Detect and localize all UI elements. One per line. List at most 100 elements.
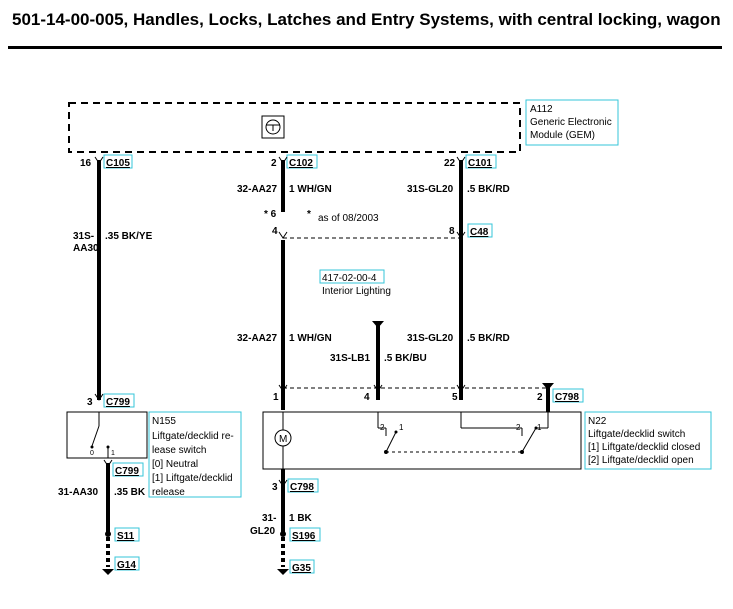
sw-a-1: 1 (399, 423, 404, 432)
w4-spec: .5 BK/BU (384, 353, 427, 364)
connector-c101: C101 (468, 158, 492, 169)
n22-line1: Liftgate/decklid switch (588, 429, 685, 440)
pin-16: 16 (80, 158, 92, 169)
n155-pos-0: 0 (90, 450, 94, 457)
w2-spec: 1 WH/GN (289, 184, 332, 195)
c48-left-chevron-icon (278, 231, 288, 239)
s196-box (289, 527, 321, 542)
diagram-title: 501-14-00-005, Handles, Locks, Latches a… (12, 10, 721, 29)
pin-4-c798: 4 (364, 392, 370, 403)
svg-text:M: M (279, 434, 287, 445)
c798-top-box (552, 388, 584, 403)
pin-5-c798: 5 (452, 392, 458, 403)
n22-label-box (584, 411, 712, 470)
c48-right-chevron-icon (456, 231, 466, 239)
ground-g14: G14 (117, 560, 136, 571)
w3-circuit: 31S-GL20 (407, 184, 454, 195)
gem-name-line2: Module (GEM) (530, 130, 595, 141)
connector-c798-top: C798 (555, 392, 579, 403)
gem-label-box (525, 99, 619, 146)
connector-c48: C48 (470, 227, 489, 238)
n22-id: N22 (588, 416, 607, 427)
s11-box (114, 527, 140, 542)
pin-1-c798: 1 (273, 392, 279, 403)
ground-g35: G35 (292, 563, 311, 574)
pin-2-c798: 2 (537, 392, 543, 403)
splice-s11-dot-icon (105, 531, 111, 537)
pin-2-top: 2 (271, 158, 277, 169)
pin-6-asterisk: * 6 (264, 209, 277, 220)
connector-c102: C102 (289, 158, 313, 169)
g35-box (289, 559, 315, 574)
ground-g35-icon (277, 569, 289, 575)
n155-line2: lease switch (152, 445, 206, 456)
w2b-spec: 1 WH/GN (289, 333, 332, 344)
gem-name-line1: Generic Electronic (530, 117, 612, 128)
wire-4-arrow-icon (372, 321, 384, 328)
connector-c798-bottom: C798 (290, 482, 314, 493)
w3b-spec: .5 BK/RD (467, 333, 510, 344)
splice-s11: S11 (117, 531, 135, 542)
motor-icon: M (274, 429, 292, 447)
pin-3-c798: 3 (272, 482, 278, 493)
n155-line4: [1] Liftgate/decklid (152, 473, 233, 484)
c798-chevron-4-icon (373, 384, 383, 392)
c799-bottom-box (112, 462, 144, 477)
w1-spec: .35 BK/YE (105, 231, 153, 242)
asterisk-mark: * (307, 209, 311, 220)
connector-c105: C105 (106, 158, 130, 169)
c798-chevron-5-icon (456, 384, 466, 392)
n155-line1: Liftgate/decklid re- (152, 431, 234, 442)
w3-spec: .5 BK/RD (467, 184, 510, 195)
w6-circuit-b: GL20 (250, 526, 275, 537)
n22-line2: [1] Liftgate/decklid closed (588, 442, 700, 453)
n155-id: N155 (152, 416, 176, 427)
c105-box (103, 154, 133, 169)
gem-ground-symbol-icon (261, 115, 285, 139)
w6-spec: 1 BK (289, 513, 313, 524)
w2-circuit: 32-AA27 (237, 184, 277, 195)
c102-box (286, 154, 318, 169)
n22-switch-box (262, 411, 582, 470)
pin-4-c48: 4 (272, 226, 278, 237)
ground-g14-icon (102, 569, 114, 575)
wire-5-arrow-icon (542, 383, 554, 390)
gem-module-box (68, 102, 521, 153)
footnote-text: as of 08/2003 (318, 213, 379, 224)
n22-contact-2-icon (520, 426, 538, 454)
n155-switch-box (66, 411, 148, 459)
pin-22: 22 (444, 158, 456, 169)
w6-circuit-a: 31- (262, 513, 276, 524)
pin-8: 8 (449, 226, 455, 237)
n155-label-box (148, 411, 242, 498)
connector-c799-top: C799 (106, 397, 130, 408)
n155-contact-icon (90, 412, 110, 458)
c101-box (465, 154, 497, 169)
c799-top-chevron-icon (94, 393, 104, 401)
sw-a-2: 2 (380, 423, 385, 432)
w5-spec: .35 BK (114, 487, 146, 498)
splice-s196-dot-icon (280, 531, 286, 537)
w4-circuit: 31S-LB1 (330, 353, 370, 364)
g14-box (114, 556, 140, 571)
n155-line5: release (152, 487, 185, 498)
n22-contact-1-icon (384, 428, 398, 454)
w1-circuit-a: 31S- (73, 231, 94, 242)
n155-pos-1: 1 (111, 450, 115, 457)
c798-bottom-chevron-icon (278, 479, 288, 487)
pin-3-c799: 3 (87, 397, 93, 408)
c798-chevron-1-icon (278, 384, 288, 392)
gem-id: A112 (530, 104, 553, 115)
n22-line3: [2] Liftgate/decklid open (588, 455, 694, 466)
sw-b-1: 1 (537, 423, 542, 432)
c48-box (467, 223, 493, 238)
c798-bottom-box (287, 478, 319, 493)
w3b-circuit: 31S-GL20 (407, 333, 454, 344)
ref-code: 417-02-00-4 (322, 273, 377, 284)
w5-circuit: 31-AA30 (58, 487, 98, 498)
splice-s196: S196 (292, 531, 316, 542)
connector-c799-bottom: C799 (115, 466, 139, 477)
w1-circuit-b: AA30 (73, 243, 99, 254)
title-rule (8, 46, 722, 49)
